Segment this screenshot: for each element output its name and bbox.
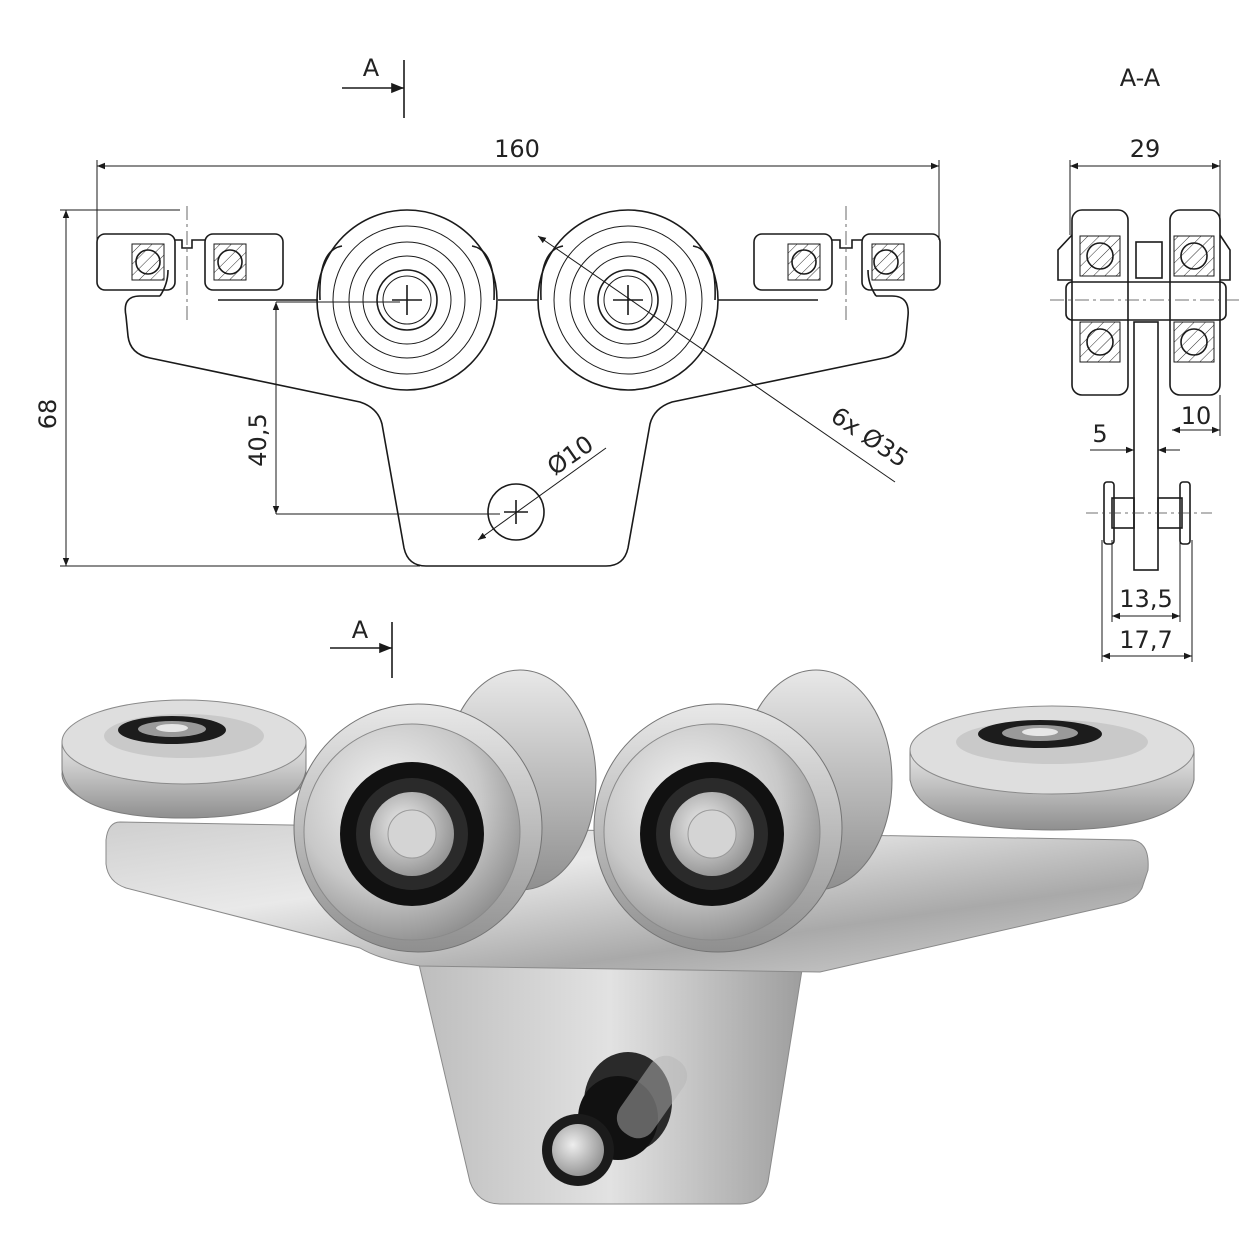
photo-right-flat-wheel — [909, 705, 1195, 831]
dimension-height-label: 68 — [34, 399, 62, 430]
dimension-height-total: 68 — [34, 209, 420, 567]
left-bearing-block — [96, 206, 284, 320]
dimension-wheel-diameter: 6x Ø35 — [537, 235, 913, 483]
dimension-section-width-label: 29 — [1130, 135, 1161, 163]
dimension-pin-outer-label: 17,7 — [1119, 626, 1172, 654]
dimension-width-total: 160 — [96, 135, 940, 240]
dimension-wheel-diameter-label: 6x Ø35 — [826, 402, 913, 474]
section-marker-top: A — [342, 54, 405, 118]
carriage-section-view-drawing: A-A 29 10 5 — [1050, 64, 1240, 662]
dimension-axle-height: 40,5 — [244, 301, 500, 515]
dimension-section-width: 29 — [1069, 135, 1221, 235]
section-marker-photo-label: A — [352, 616, 369, 644]
hole-drawing: Ø10 — [477, 430, 607, 541]
right-wheel-drawing — [537, 209, 719, 391]
photo-pin — [542, 1052, 688, 1186]
section-title: A-A — [1120, 64, 1161, 92]
stainless-carriage-photo: A — [61, 616, 1195, 1205]
photo-left-vertical-wheel — [293, 703, 543, 953]
section-marker-photo: A — [330, 616, 393, 678]
right-bearing-block — [753, 206, 941, 320]
dimension-offset-label: 10 — [1181, 402, 1212, 430]
left-wheel-drawing — [316, 209, 498, 391]
dimension-pin-inner-label: 13,5 — [1119, 585, 1172, 613]
photo-right-vertical-wheel — [593, 703, 843, 953]
dimension-width-label: 160 — [494, 135, 540, 163]
photo-left-flat-wheel — [61, 699, 307, 819]
section-marker-top-label: A — [363, 54, 380, 82]
plate-outline — [124, 295, 909, 567]
carriage-front-view-drawing: A 160 68 — [34, 54, 941, 567]
dimension-axle-height-label: 40,5 — [244, 413, 272, 466]
dimension-plate-label: 5 — [1092, 420, 1107, 448]
